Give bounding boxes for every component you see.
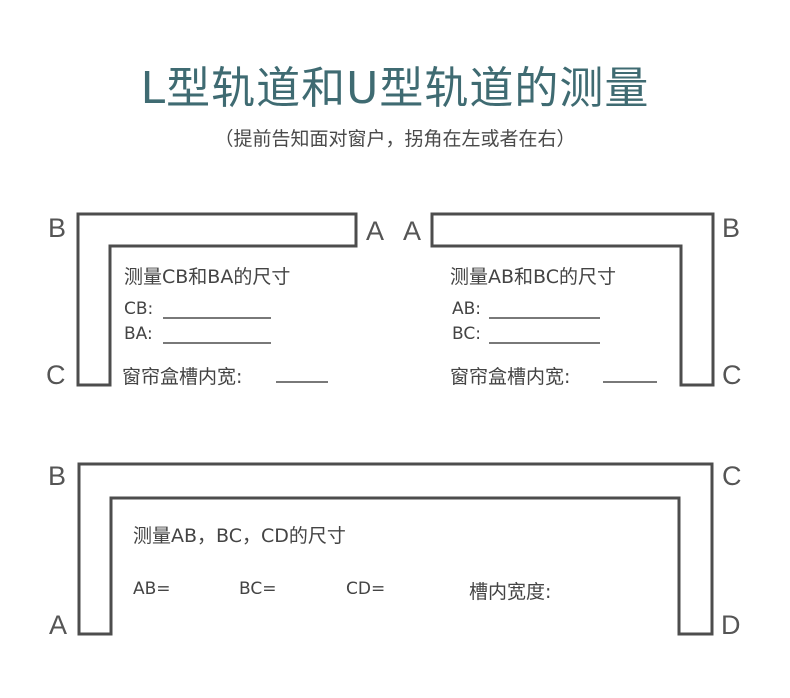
right-l-corner-c: C [722, 360, 742, 390]
right-l-groove-width: 窗帘盒槽内宽: [450, 366, 571, 388]
u-track-field-ab: AB= [133, 579, 171, 599]
u-track-corner-a: A [49, 610, 68, 640]
page-subtitle: （提前告知面对窗户，拐角在左或者在右） [214, 128, 576, 150]
u-track-field-cd: CD= [346, 579, 386, 599]
right-l-heading: 测量AB和BC的尺寸 [450, 266, 616, 288]
u-track-heading: 测量AB，BC，CD的尺寸 [133, 525, 346, 547]
u-track-corner-b: B [48, 461, 67, 491]
u-track-field-bc: BC= [239, 579, 277, 599]
left-l-field-cb: CB: [124, 299, 154, 319]
u-track-corner-d: D [721, 610, 741, 640]
left-l-corner-c: C [46, 360, 66, 390]
left-l-field-ba: BA: [124, 324, 153, 344]
right-l-field-ab: AB: [452, 299, 482, 319]
u-track-outline [77, 462, 714, 636]
right-l-track-outline [430, 212, 715, 387]
left-l-heading: 测量CB和BA的尺寸 [124, 266, 291, 288]
left-l-track-outline [76, 212, 358, 387]
u-track-groove-width: 槽内宽度: [469, 581, 552, 603]
u-track-corner-c: C [722, 461, 742, 491]
left-l-corner-b: B [48, 213, 67, 243]
right-l-corner-a: A [403, 216, 422, 246]
left-l-groove-width: 窗帘盒槽内宽: [122, 366, 243, 388]
right-l-corner-b: B [722, 213, 741, 243]
page-title: L型轨道和U型轨道的测量 [140, 63, 650, 114]
right-l-field-bc: BC: [452, 324, 481, 344]
left-l-corner-a: A [366, 216, 385, 246]
